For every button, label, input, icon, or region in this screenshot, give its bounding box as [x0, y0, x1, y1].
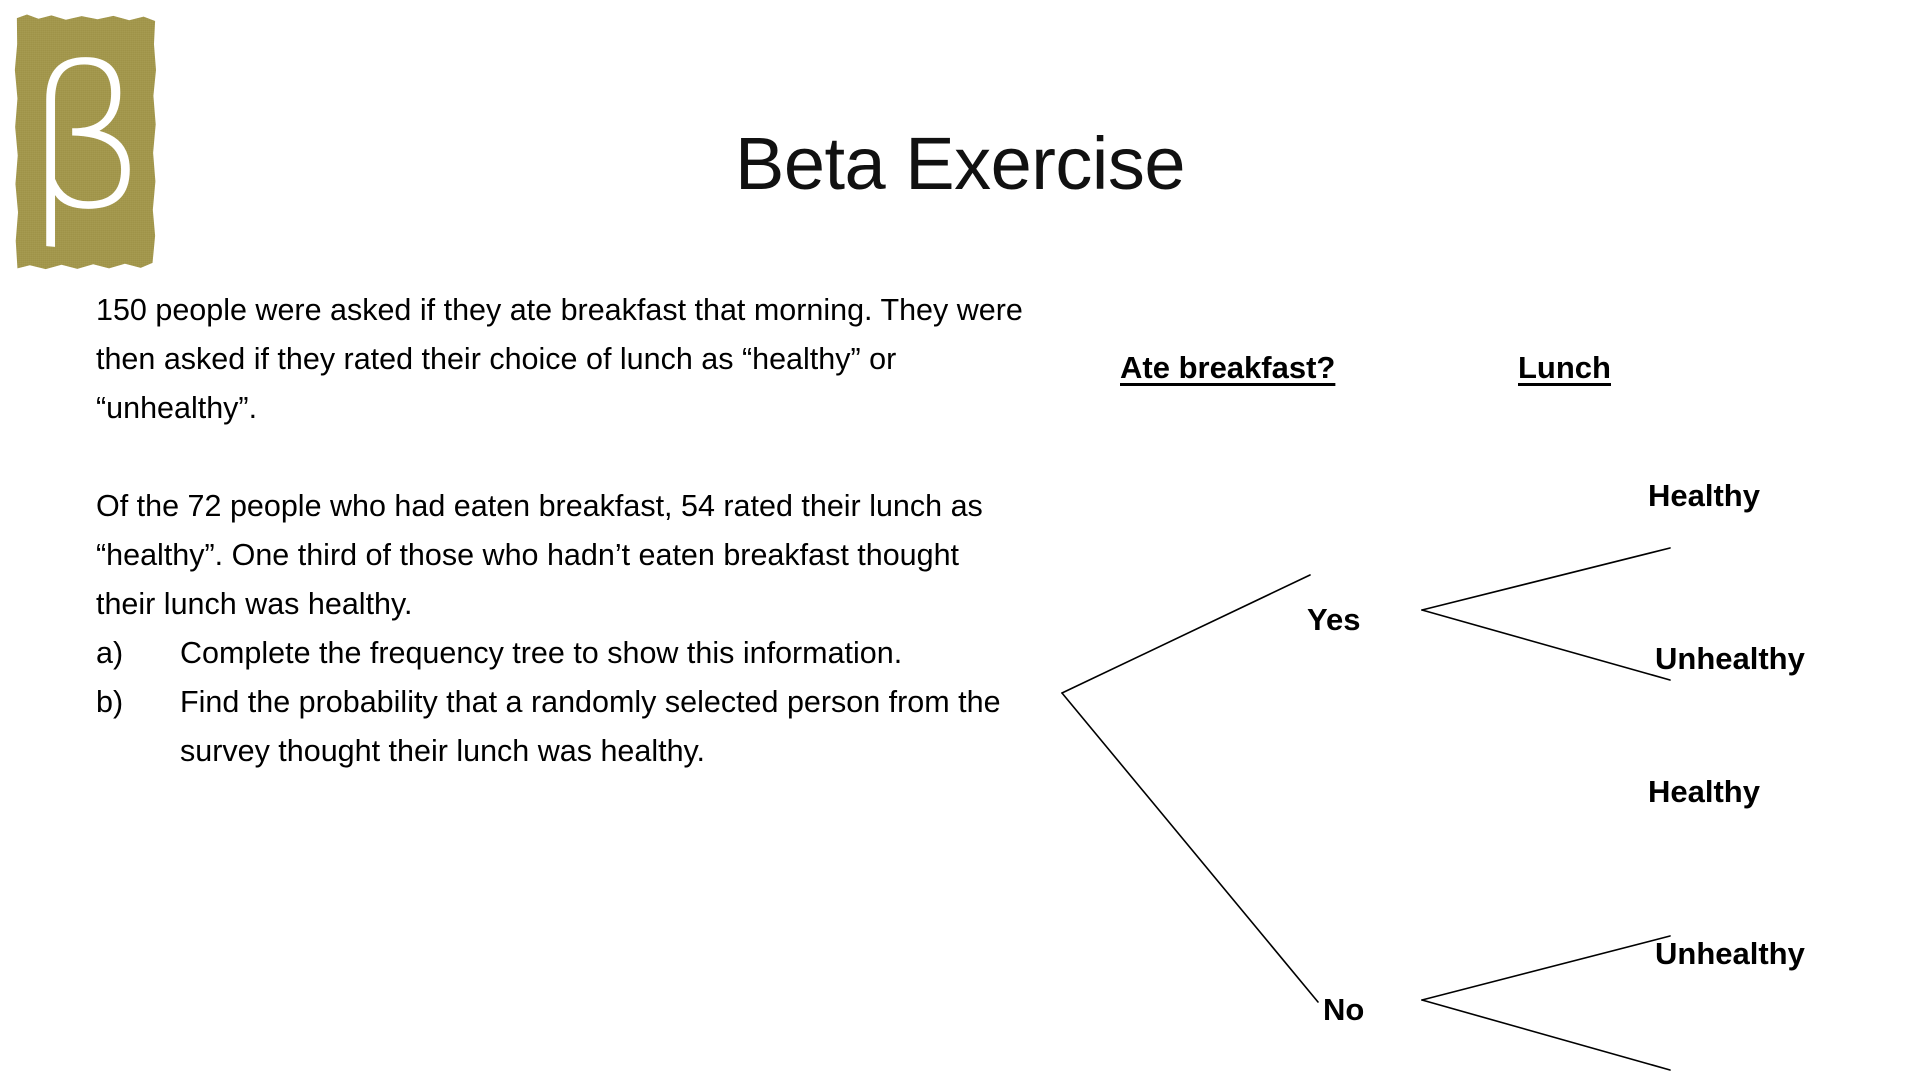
- brand-logo: β: [14, 13, 158, 272]
- tree-branches: [1061, 547, 1671, 1071]
- tree-leaf-yes-unhealthy: Unhealthy: [1655, 641, 1805, 676]
- tree-node-yes: Yes: [1307, 602, 1361, 637]
- list-item: b) Find the probability that a randomly …: [96, 678, 1026, 776]
- question-list: a) Complete the frequency tree to show t…: [96, 629, 1026, 776]
- tree-node-no: No: [1323, 992, 1365, 1027]
- tree-leaf-no-healthy: Healthy: [1648, 774, 1760, 809]
- list-item: a) Complete the frequency tree to show t…: [96, 629, 1026, 678]
- tree-leaf-yes-healthy: Healthy: [1648, 478, 1760, 513]
- list-item-text-b: Find the probability that a randomly sel…: [180, 685, 1001, 768]
- list-item-marker-a: a): [96, 636, 124, 670]
- logo-plate: [14, 14, 156, 270]
- page-title: Beta Exercise: [734, 121, 1186, 205]
- branch-root-to-yes: [1061, 574, 1311, 694]
- paragraph-intro: 150 people were asked if they ate breakf…: [96, 293, 1023, 425]
- branch-no-to-healthy: [1421, 935, 1671, 1001]
- tree-column-header-breakfast: Ate breakfast?: [1120, 350, 1336, 385]
- paragraph-details: Of the 72 people who had eaten breakfast…: [96, 489, 983, 621]
- beta-glyph-icon: β: [23, 24, 149, 253]
- branch-no-to-unhealthy: [1421, 999, 1671, 1071]
- body-text-column: 150 people were asked if they ate breakf…: [96, 286, 1026, 776]
- branch-root-to-no: [1061, 692, 1319, 1003]
- list-item-text-a: Complete the frequency tree to show this…: [180, 636, 903, 670]
- list-item-marker-b: b): [96, 685, 124, 719]
- branch-yes-to-unhealthy: [1421, 609, 1671, 681]
- tree-leaf-no-unhealthy: Unhealthy: [1655, 936, 1805, 971]
- tree-column-header-lunch: Lunch: [1518, 350, 1611, 385]
- branch-yes-to-healthy: [1421, 547, 1671, 611]
- frequency-tree-diagram: Ate breakfast? Lunch Yes No Healthy Unhe…: [1040, 330, 1920, 1071]
